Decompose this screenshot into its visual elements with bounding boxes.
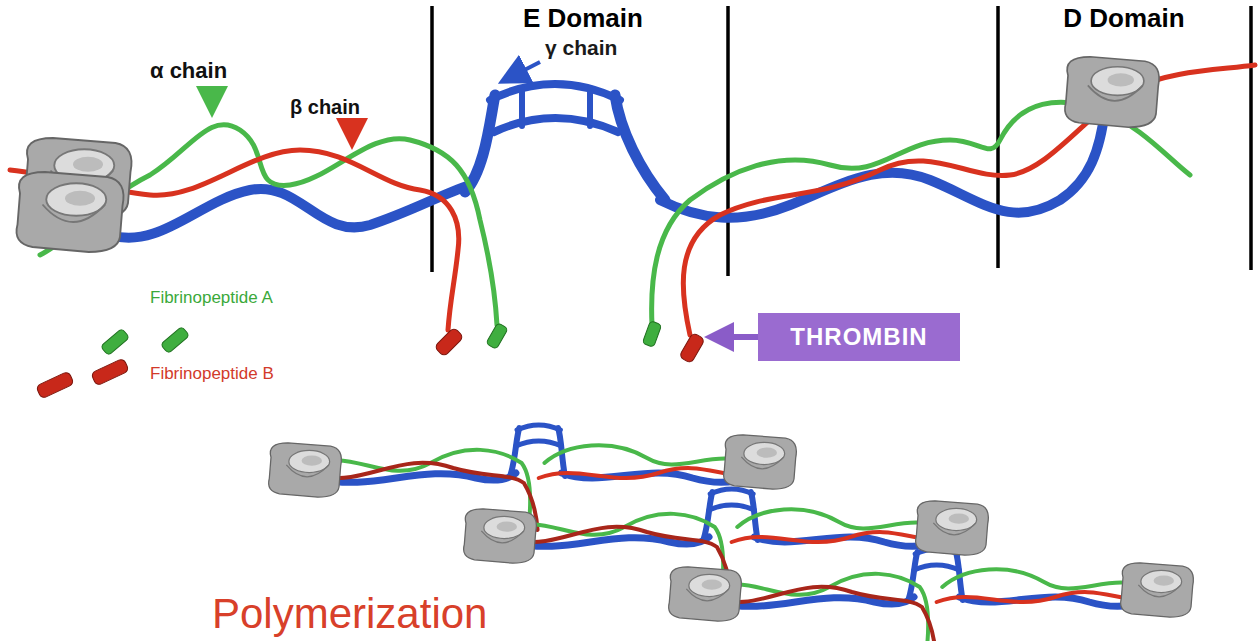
chain-label: α chain [150,58,227,83]
peptide-label: Fibrinopeptide B [150,364,274,384]
process-label: Polymerization [212,590,487,638]
domain-label: D Domain [1063,4,1184,34]
chain-label: γ chain [545,36,617,60]
domain-label: E Domain [523,4,643,34]
chain-label: β chain [290,96,360,119]
enzyme-name: THROMBIN [790,323,927,351]
peptide-label: Fibrinopeptide A [150,288,273,308]
enzyme-box: THROMBIN [758,313,960,361]
